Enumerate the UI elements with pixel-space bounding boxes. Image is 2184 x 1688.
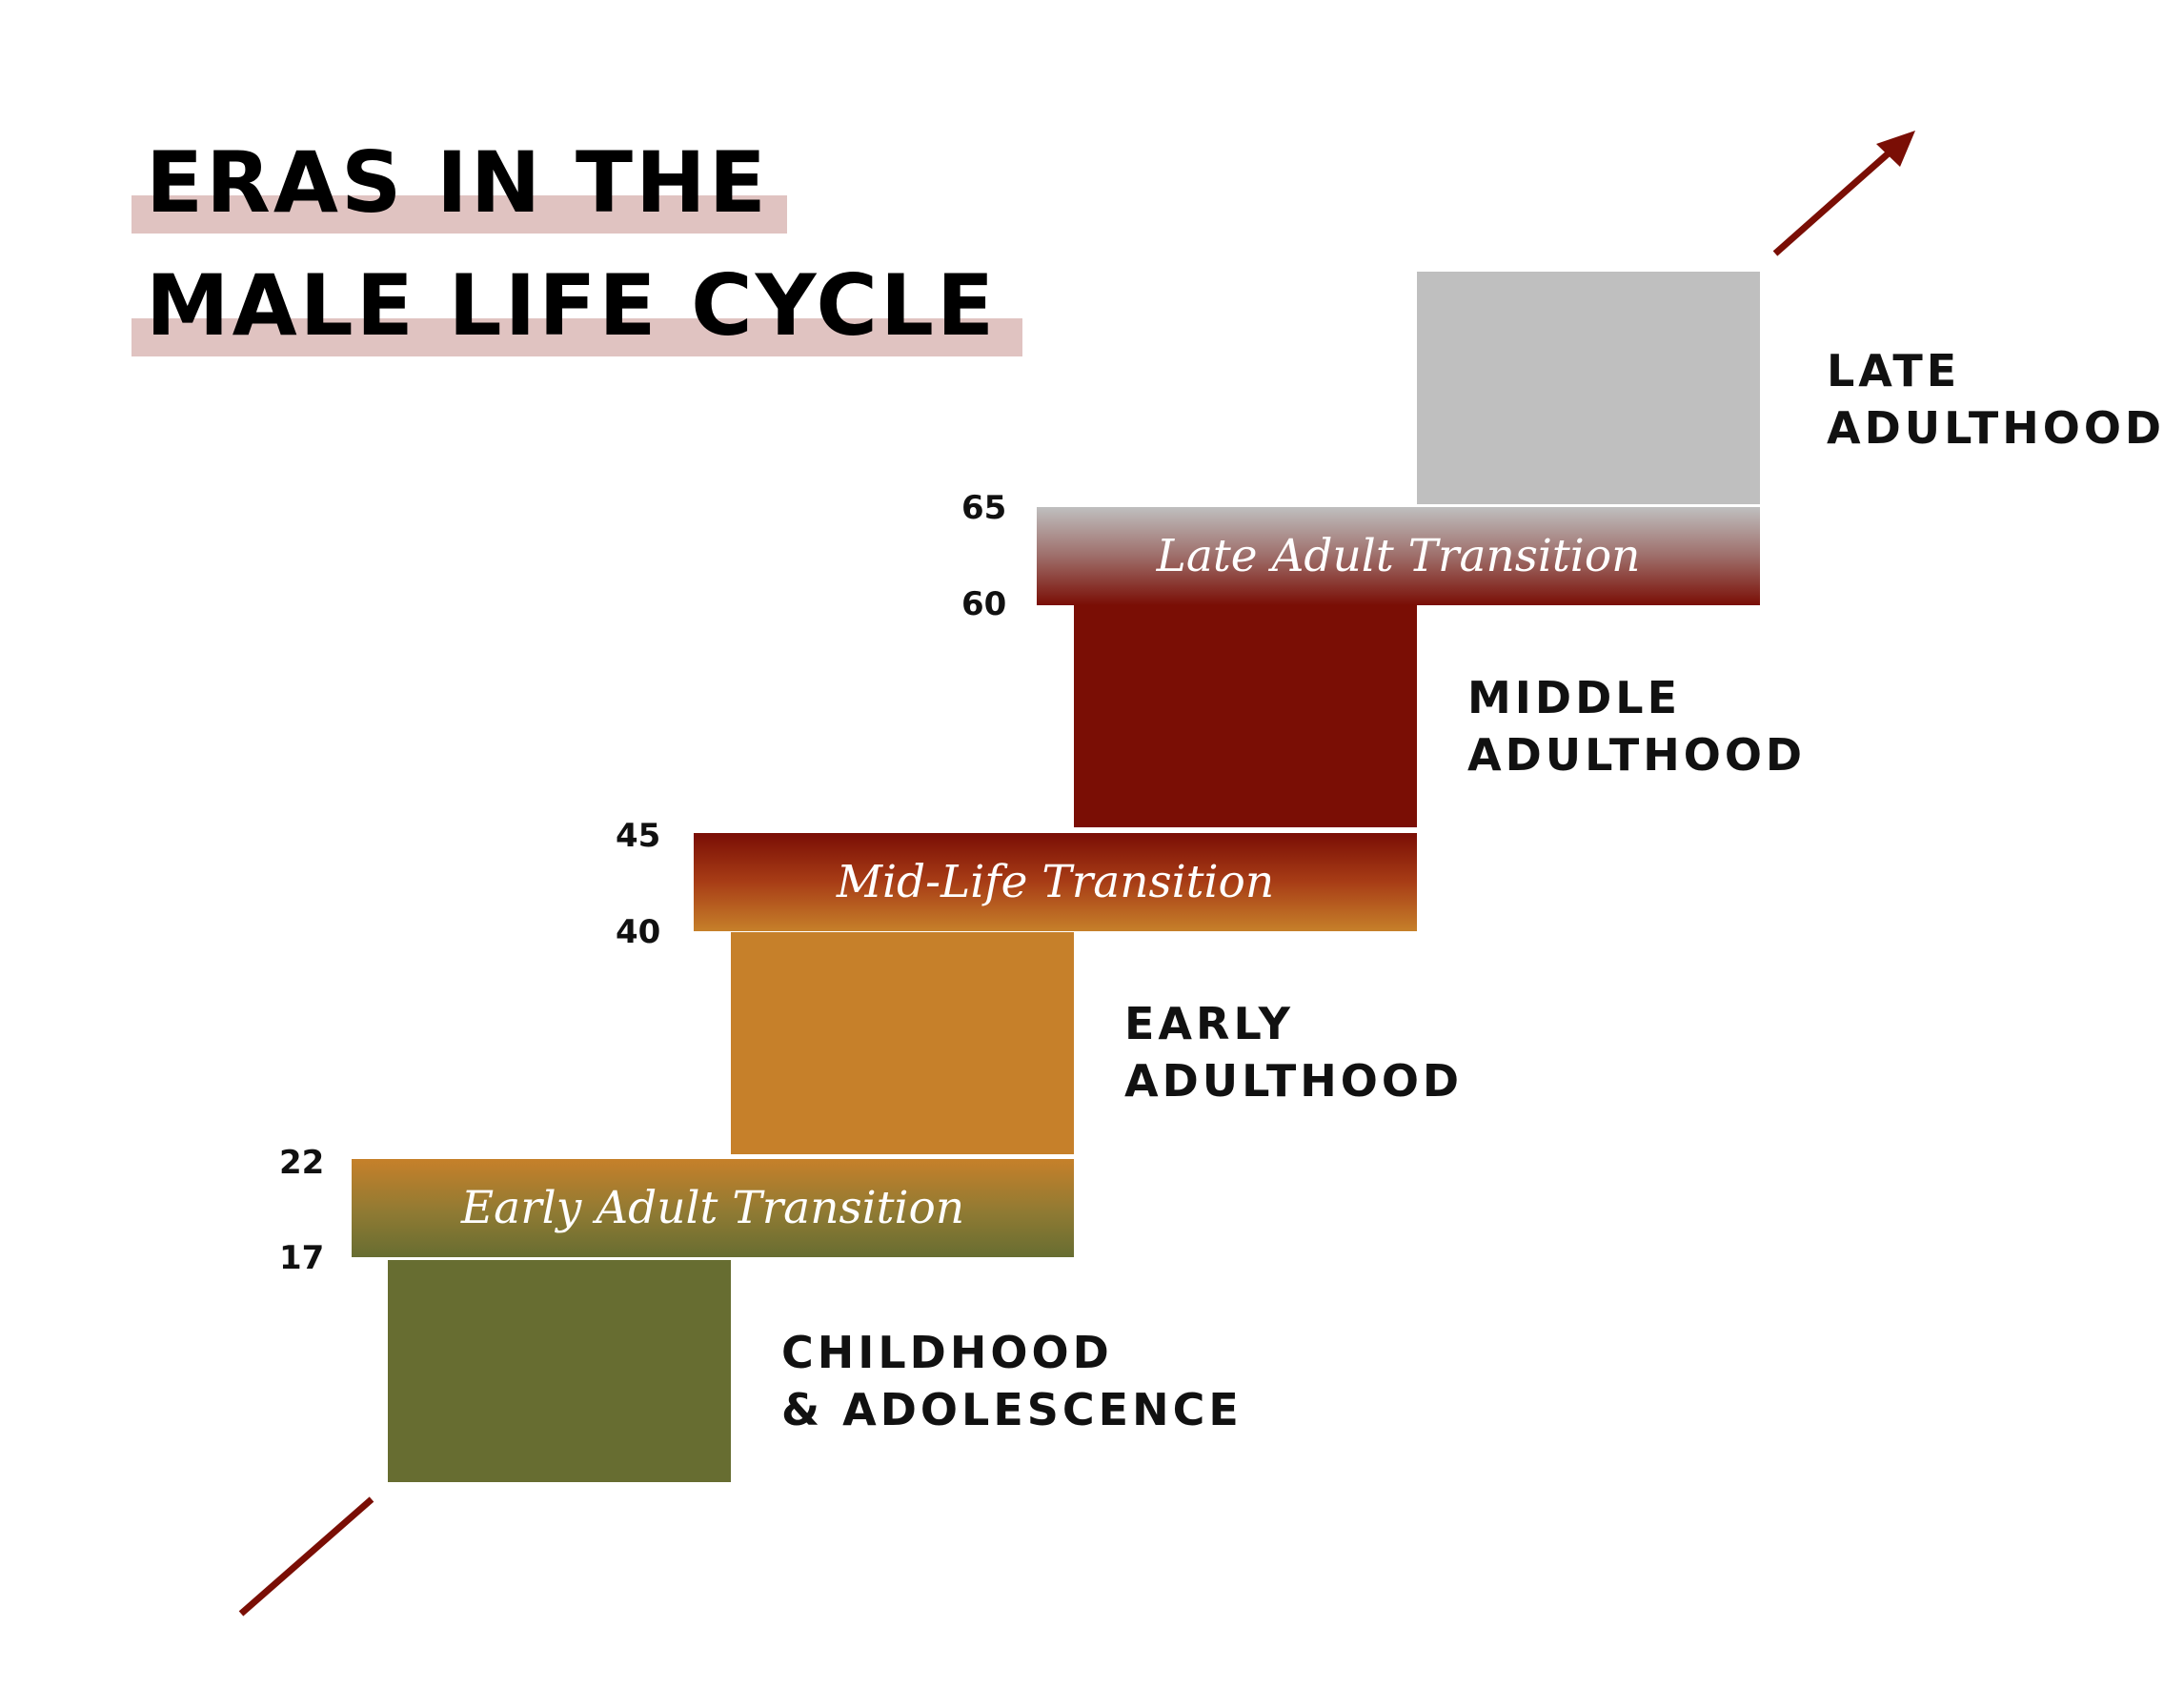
age-label-40: 40 bbox=[616, 913, 661, 951]
transition-label: Early Adult Transition bbox=[460, 1182, 965, 1234]
age-label-65: 65 bbox=[961, 489, 1007, 527]
era-label-line: CHILDHOOD bbox=[781, 1327, 1113, 1378]
era-label-line: EARLY bbox=[1124, 998, 1294, 1049]
era-block-early-adulthood bbox=[731, 932, 1074, 1154]
transition-band-late-adult: Late Adult Transition bbox=[1037, 504, 1760, 605]
era-label-late-adulthood: LATE ADULTHOOD bbox=[1827, 343, 2165, 458]
title-highlight-1 bbox=[131, 195, 787, 234]
era-label-line: MIDDLE bbox=[1467, 672, 1681, 723]
era-label-line: & ADOLESCENCE bbox=[781, 1383, 1243, 1435]
era-label-line: ADULTHOOD bbox=[1467, 728, 1807, 781]
title-highlight-2 bbox=[131, 318, 1022, 356]
age-label-60: 60 bbox=[961, 585, 1007, 623]
age-label-17: 17 bbox=[279, 1239, 325, 1277]
era-label-line: LATE bbox=[1827, 345, 1961, 397]
era-label-childhood: CHILDHOOD & ADOLESCENCE bbox=[781, 1325, 1243, 1439]
age-label-22: 22 bbox=[279, 1144, 325, 1182]
transition-band-early-adult: Early Adult Transition bbox=[352, 1156, 1074, 1257]
arrow-in-icon bbox=[238, 1496, 374, 1617]
title-line-2: MALE LIFE CYCLE bbox=[146, 256, 998, 355]
age-label-45: 45 bbox=[616, 817, 661, 855]
era-label-line: ADULTHOOD bbox=[1827, 401, 2166, 454]
era-label-line: ADULTHOOD bbox=[1124, 1054, 1464, 1107]
transition-band-mid-life: Mid-Life Transition bbox=[694, 830, 1417, 931]
era-block-middle-adulthood bbox=[1074, 605, 1417, 827]
era-block-childhood bbox=[388, 1260, 731, 1482]
era-block-late-adulthood bbox=[1417, 272, 1760, 504]
era-label-early-adulthood: EARLY ADULTHOOD bbox=[1124, 996, 1463, 1110]
transition-label: Mid-Life Transition bbox=[836, 856, 1275, 908]
arrow-out-icon bbox=[1772, 131, 1915, 256]
era-label-middle-adulthood: MIDDLE ADULTHOOD bbox=[1467, 670, 1806, 784]
transition-label: Late Adult Transition bbox=[1156, 530, 1641, 582]
title-line-1: ERAS IN THE bbox=[146, 133, 769, 232]
